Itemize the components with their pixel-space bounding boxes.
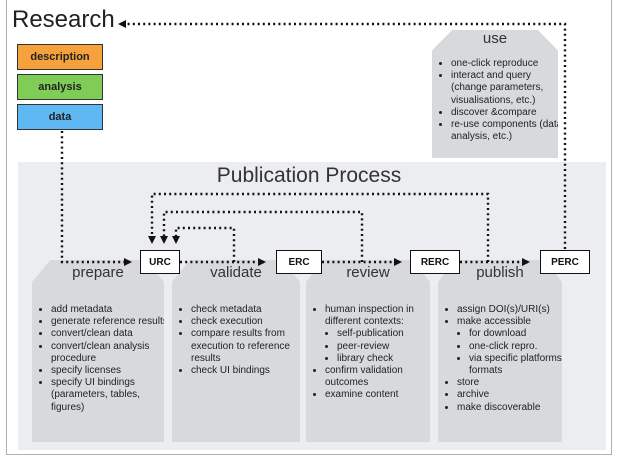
list-item: confirm validation outcomes <box>325 365 430 389</box>
data-to-urc-line <box>60 131 132 266</box>
review-label: review <box>346 264 390 281</box>
list-item: self-publication <box>337 328 430 340</box>
list-item: convert/clean data <box>51 328 164 340</box>
list-item: specify licenses <box>51 365 164 377</box>
list-item: one-click repro. <box>469 341 562 353</box>
urc-node: URC <box>140 250 180 274</box>
list-item: specify UI bindings (parameters, tables,… <box>51 377 164 414</box>
prepare-list: add metadata generate reference results … <box>38 304 164 414</box>
list-item: compare results from execution to refere… <box>191 328 300 365</box>
list-item: via specific platforms/ formats <box>469 353 562 377</box>
review-sublist: self-publication peer-review library che… <box>325 328 430 365</box>
publish-label: publish <box>476 264 524 281</box>
erc-node: ERC <box>276 250 322 274</box>
list-item: add metadata <box>51 304 164 316</box>
list-item-text: human inspection in different contexts: <box>325 304 414 328</box>
list-item: human inspection in different contexts: … <box>325 304 430 365</box>
list-item: interact and query (change parameters, v… <box>451 70 558 107</box>
list-item: peer-review <box>337 341 430 353</box>
review-list: human inspection in different contexts: … <box>312 304 430 402</box>
perc-to-research-line <box>118 20 567 249</box>
publish-sublist: for download one-click repro. via specif… <box>457 328 562 377</box>
list-item: check UI bindings <box>191 365 300 377</box>
perc-node: PERC <box>540 250 590 274</box>
rerc-loop-line <box>160 210 364 262</box>
list-item: check execution <box>191 316 300 328</box>
list-item-text: make accessible <box>457 316 531 328</box>
list-item: store <box>457 377 562 389</box>
erc-loop-line <box>172 226 236 262</box>
validate-box: validate check metadata check execution … <box>172 260 300 442</box>
figure-frame <box>6 0 612 455</box>
rerc-node: RERC <box>410 250 460 274</box>
analysis-box: analysis <box>17 74 103 100</box>
description-box: description <box>17 44 103 70</box>
list-item: one-click reproduce <box>451 58 558 70</box>
publish-list: assign DOI(s)/URI(s) make accessible for… <box>444 304 562 414</box>
publish-box: publish assign DOI(s)/URI(s) make access… <box>438 260 562 442</box>
use-list: one-click reproduce interact and query (… <box>438 58 558 143</box>
list-item: make discoverable <box>457 402 562 414</box>
research-title: Research <box>12 6 115 33</box>
validate-list: check metadata check execution compare r… <box>178 304 300 377</box>
list-item: make accessible for download one-click r… <box>457 316 562 377</box>
prepare-label: prepare <box>72 264 124 281</box>
list-item: library check <box>337 353 430 365</box>
data-box: data <box>17 104 103 130</box>
list-item: examine content <box>325 389 430 401</box>
list-item: convert/clean analysis procedure <box>51 341 164 365</box>
list-item: check metadata <box>191 304 300 316</box>
perc-loop-line <box>148 192 490 262</box>
use-box: use one-click reproduce interact and que… <box>432 30 558 158</box>
list-item: re-use components (data, analysis, etc.) <box>451 119 558 143</box>
list-item: discover &compare <box>451 107 558 119</box>
list-item: assign DOI(s)/URI(s) <box>457 304 562 316</box>
review-box: review human inspection in different con… <box>306 260 430 442</box>
list-item: for download <box>469 328 562 340</box>
publication-process-title: Publication Process <box>216 164 402 187</box>
prepare-box: prepare add metadata generate reference … <box>32 260 164 442</box>
list-item: generate reference results <box>51 316 164 328</box>
use-label: use <box>482 30 508 47</box>
list-item: archive <box>457 389 562 401</box>
validate-label: validate <box>210 264 262 281</box>
